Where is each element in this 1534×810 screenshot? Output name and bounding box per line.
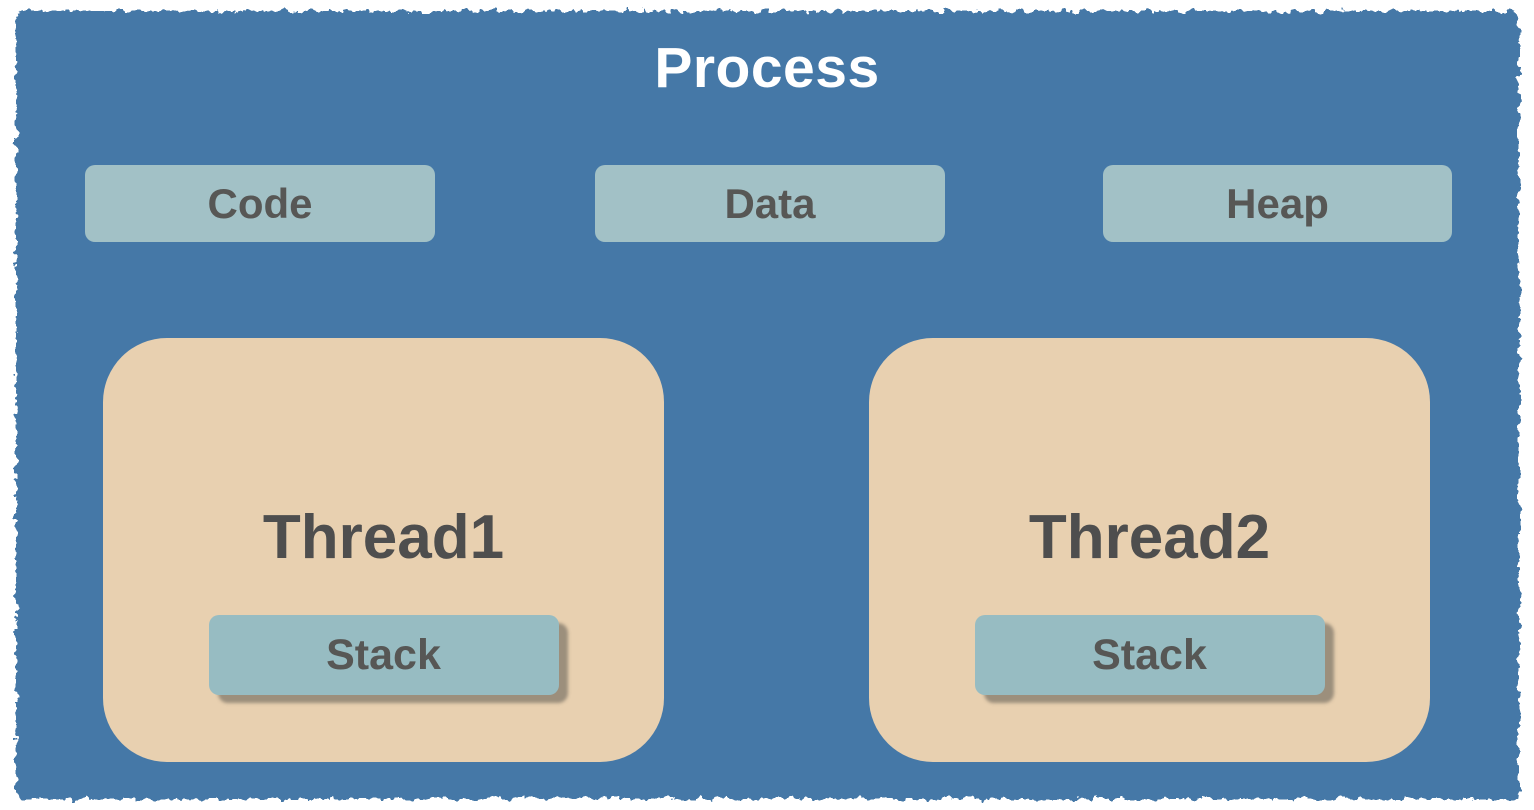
data-segment-box: Data [595,165,945,242]
process-title: Process [654,36,880,100]
thread2-box: Thread2 Stack [869,338,1430,762]
thread1-label: Thread1 [262,503,505,572]
data-segment-label: Data [724,179,816,227]
thread2-label: Thread2 [1028,503,1271,572]
thread2-stack-box: Stack [974,615,1325,695]
thread1-stack-box: Stack [208,615,559,695]
heap-segment-box: Heap [1103,165,1452,242]
code-segment-box: Code [85,165,435,242]
thread1-box: Thread1 Stack [103,338,664,762]
code-segment-label: Code [207,179,313,227]
thread2-stack-label: Stack [1092,630,1207,679]
thread1-stack-label: Stack [326,630,441,679]
heap-segment-label: Heap [1226,179,1329,227]
